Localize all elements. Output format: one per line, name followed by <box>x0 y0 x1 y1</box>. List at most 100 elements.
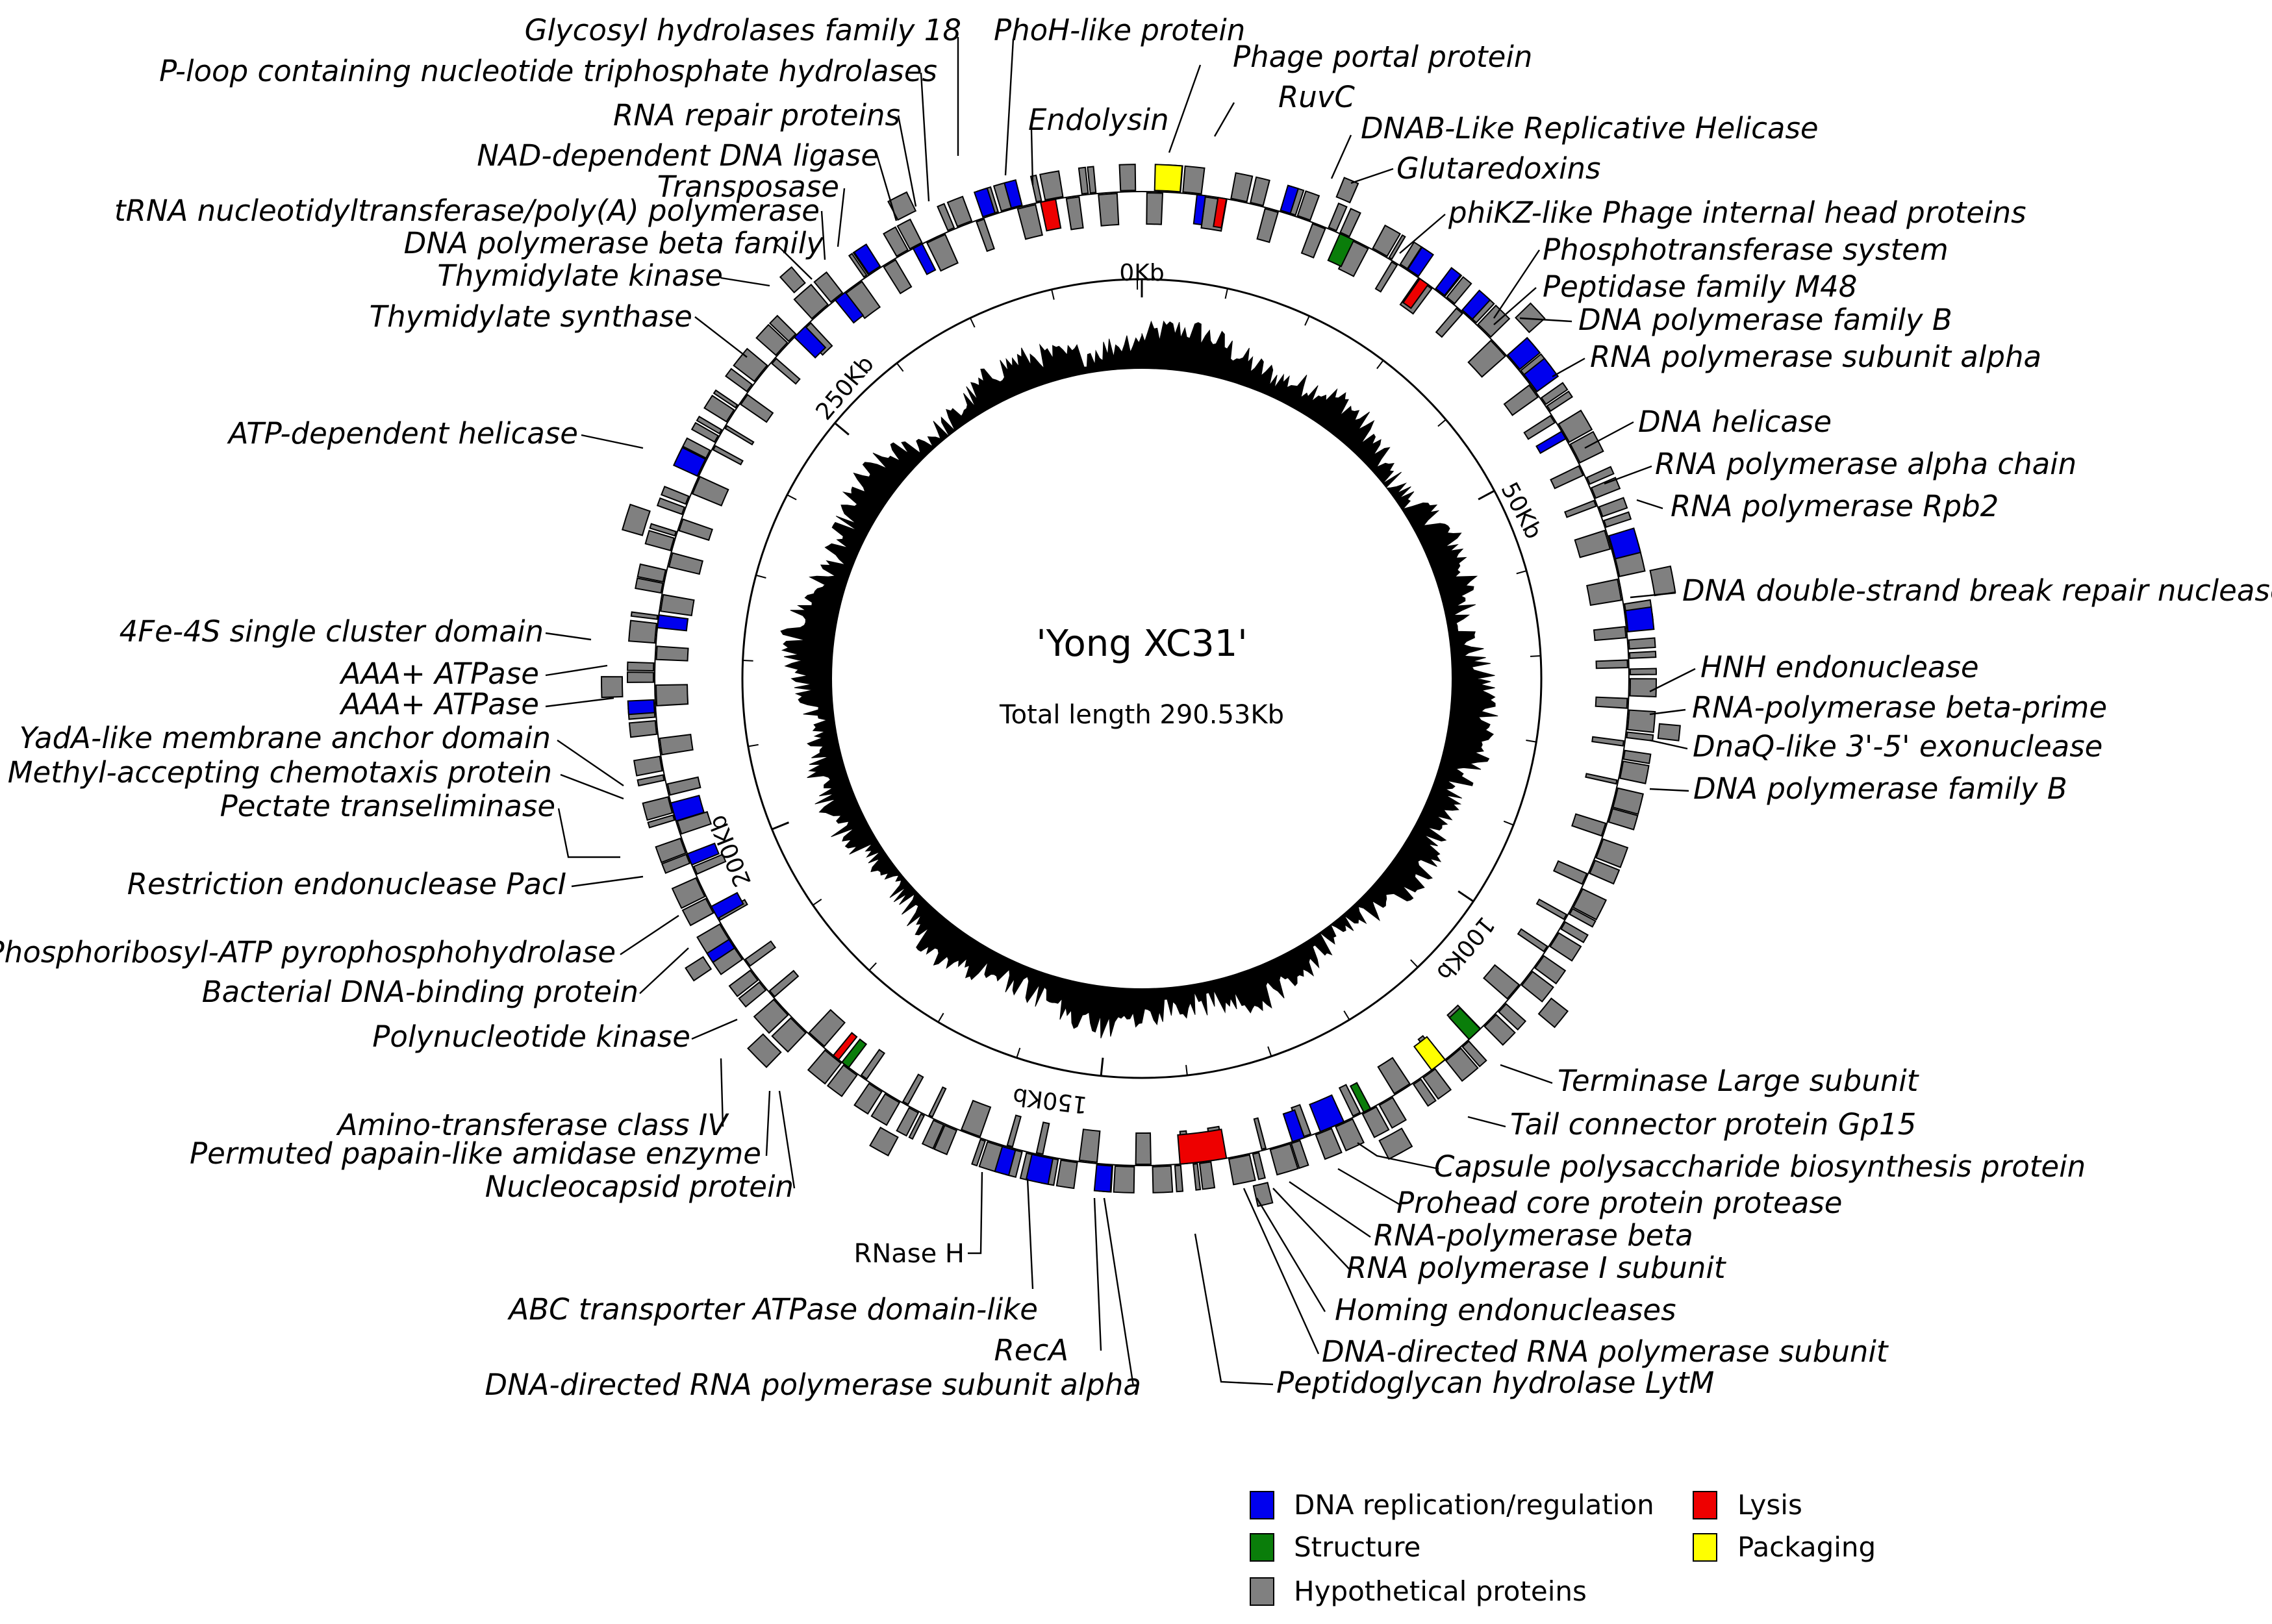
hypothetical-gene <box>740 394 774 423</box>
structure-gene <box>1349 1082 1372 1114</box>
hypothetical-gene <box>644 529 675 552</box>
dna-gene <box>853 243 881 275</box>
hypothetical-gene <box>660 593 695 616</box>
gene-label-amino-transferase: Amino-transferase class IV <box>336 1108 729 1142</box>
gene-label-reca: RecA <box>994 1333 1068 1368</box>
hypothetical-gene <box>1552 860 1588 885</box>
dna-gene <box>994 1145 1016 1177</box>
gene-label-dna-polymerase-beta: DNA polymerase beta family <box>404 226 825 260</box>
hypothetical-gene <box>1629 678 1658 698</box>
hypothetical-gene <box>937 203 955 232</box>
hypothetical-gene <box>655 645 689 662</box>
legend-label-packaging: Packaging <box>1737 1531 1876 1563</box>
gene-label-methyl-accepting: Methyl-accepting chemotaxis protein <box>8 755 552 790</box>
hypothetical-gene <box>681 437 711 459</box>
hypothetical-gene <box>668 552 704 575</box>
tick-mark <box>748 743 759 747</box>
tick-mark <box>1185 1065 1188 1076</box>
hypothetical-gene <box>642 796 674 821</box>
hypothetical-gene <box>771 1017 807 1053</box>
hypothetical-gene <box>1250 176 1270 206</box>
hypothetical-gene <box>627 671 655 683</box>
hypothetical-gene <box>1039 170 1064 201</box>
hypothetical-gene <box>1016 203 1043 240</box>
gene-label-phoh-like: PhoH-like protein <box>994 13 1245 47</box>
hypothetical-gene <box>621 503 651 536</box>
gene-label-yada-anchor: YadA-like membrane anchor domain <box>19 721 551 755</box>
hypothetical-gene <box>853 1082 883 1115</box>
gene-label-nad-ligase: NAD-dependent DNA ligase <box>477 138 879 173</box>
hypothetical-gene <box>725 368 753 393</box>
gene-label-glutaredoxins: Glutaredoxins <box>1396 151 1601 186</box>
hypothetical-gene <box>744 940 777 967</box>
lysis-gene <box>832 1032 858 1061</box>
hypothetical-gene <box>685 956 713 982</box>
gene-features <box>601 164 1681 1207</box>
dna-gene <box>1193 194 1207 226</box>
hypothetical-gene <box>1372 224 1402 258</box>
tick-mark <box>1503 820 1514 826</box>
hypothetical-gene <box>753 998 789 1034</box>
genome-title: 'Yong XC31' <box>1036 623 1247 665</box>
hypothetical-gene <box>860 1049 886 1080</box>
gene-label-rna-polymerase-subunit-alpha: RNA polymerase subunit alpha <box>1590 340 2041 374</box>
genome-total-length: Total length 290.53Kb <box>999 700 1284 730</box>
legend-label-structure: Structure <box>1294 1531 1420 1563</box>
hypothetical-gene <box>1595 659 1628 669</box>
gene-label-transposase: Transposase <box>657 169 839 204</box>
hypothetical-gene <box>1572 888 1608 921</box>
hypothetical-gene <box>1483 964 1521 1000</box>
dna-gene <box>1282 1109 1306 1143</box>
hypothetical-gene <box>1361 1106 1390 1138</box>
hypothetical-gene <box>659 734 694 756</box>
tick-mark <box>1526 740 1537 743</box>
hypothetical-gene <box>1564 499 1597 518</box>
hypothetical-gene <box>896 1106 920 1137</box>
hypothetical-gene <box>637 563 667 583</box>
hypothetical-gene <box>1146 192 1164 225</box>
gene-label-rna-polymerase-beta-prime: RNA-polymerase beta-prime <box>1692 690 2107 725</box>
tick-mark <box>969 318 976 328</box>
gene-label-aaa-atpase-1: AAA+ ATPase <box>339 656 539 691</box>
gene-label-rna-polymerase-alpha-chain: RNA polymerase alpha chain <box>1655 447 2076 481</box>
tick-marks <box>742 279 1541 1076</box>
gene-label-thymidylate-kinase: Thymidylate kinase <box>437 258 723 293</box>
hypothetical-gene <box>696 416 723 435</box>
legend-swatch-structure <box>1250 1533 1274 1562</box>
hypothetical-gene <box>1296 190 1320 221</box>
hypothetical-gene <box>1590 477 1621 499</box>
hypothetical-gene <box>1569 908 1597 928</box>
hypothetical-gene <box>928 1086 947 1118</box>
hypothetical-gene <box>807 1049 842 1085</box>
hypothetical-gene <box>1608 808 1639 831</box>
hypothetical-gene <box>960 1099 992 1138</box>
tick-mark <box>1051 289 1055 300</box>
tick-mark <box>1516 570 1527 575</box>
gene-label-abc-transporter: ABC transporter ATPase domain-like <box>507 1292 1038 1327</box>
gene-label-aaa-atpase-2: AAA+ ATPase <box>339 687 539 721</box>
hypothetical-gene <box>1335 1118 1365 1152</box>
gene-label-capsule-polysaccharide: Capsule polysaccharide biosynthesis prot… <box>1434 1149 2086 1184</box>
hypothetical-gene <box>630 611 659 620</box>
hypothetical-gene <box>1193 1163 1202 1191</box>
tick-mark <box>1458 890 1474 903</box>
dna-gene <box>1506 336 1541 371</box>
gene-label-pectate-transeliminase: Pectate transeliminase <box>220 789 555 823</box>
hypothetical-gene <box>1338 1084 1361 1118</box>
hypothetical-gene <box>1256 208 1279 244</box>
hypothetical-gene <box>1483 1014 1516 1046</box>
hypothetical-gene <box>1540 382 1569 405</box>
hypothetical-gene <box>1035 1121 1050 1155</box>
dna-gene <box>706 938 736 964</box>
legend: DNA replication/regulation Lysis Structu… <box>1250 1489 1876 1607</box>
hypothetical-gene <box>1252 1151 1266 1181</box>
hypothetical-gene <box>601 676 624 699</box>
gene-label-endolysin: Endolysin <box>1028 103 1169 137</box>
dna-gene <box>1003 179 1023 209</box>
gene-label-dnaq-exonuclease: DnaQ-like 3'-5' exonuclease <box>1693 729 2102 764</box>
gene-label-phage-portal: Phage portal protein <box>1233 40 1532 74</box>
gene-label-dna-helicase: DNA helicase <box>1638 405 1832 439</box>
hypothetical-gene <box>1574 529 1611 558</box>
structure-gene <box>1327 232 1355 268</box>
hypothetical-gene <box>678 518 714 542</box>
